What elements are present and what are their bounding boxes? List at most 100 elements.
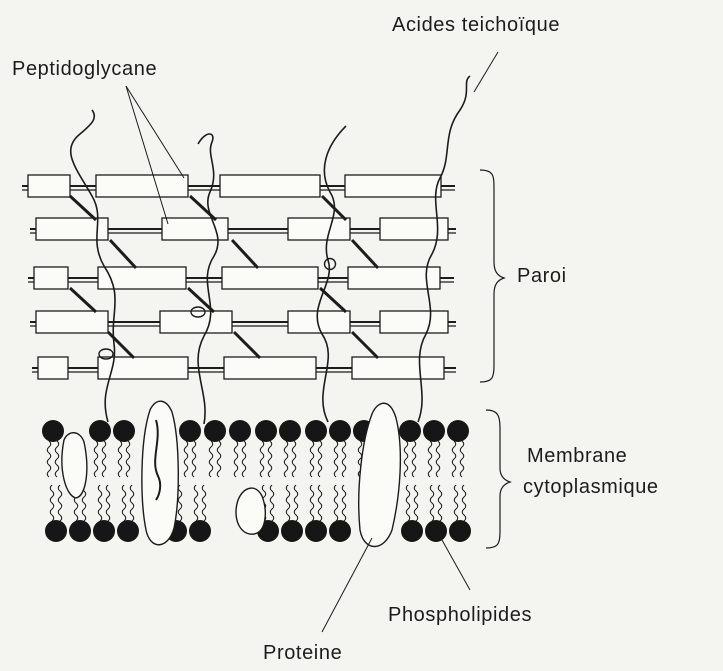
peptidoglycan-unit bbox=[28, 175, 70, 197]
pointer-line-peptidoglycane bbox=[126, 86, 184, 178]
peptide-bridge bbox=[110, 240, 136, 268]
lipid-tail bbox=[294, 485, 298, 521]
membrane-protein bbox=[62, 433, 87, 498]
phospholipid-head bbox=[93, 520, 115, 542]
lipid-tail bbox=[310, 441, 314, 477]
phospholipid-head bbox=[305, 420, 327, 442]
peptidoglycan-unit bbox=[288, 218, 350, 240]
peptide-bridge bbox=[352, 240, 378, 268]
lipid-tail bbox=[184, 441, 188, 477]
phospholipid-head bbox=[255, 420, 277, 442]
label-phospholipides: Phospholipides bbox=[388, 604, 532, 627]
lipid-tail bbox=[292, 441, 296, 477]
phospholipid-head bbox=[329, 520, 351, 542]
lipid-tail bbox=[50, 485, 54, 521]
lipid-tail bbox=[126, 441, 130, 477]
phospholipid-head bbox=[229, 420, 251, 442]
peptidoglycan-unit bbox=[220, 175, 320, 197]
teichoic-acid-chain bbox=[317, 126, 346, 422]
phospholipid-head bbox=[449, 520, 471, 542]
label-peptidoglycane: Peptidoglycane bbox=[12, 58, 157, 81]
pointer-line-proteine bbox=[322, 538, 372, 632]
pointer-line-phospholipides bbox=[442, 540, 470, 590]
lipid-tail bbox=[178, 485, 182, 521]
peptide-bridge bbox=[352, 332, 378, 358]
lipid-tail bbox=[310, 485, 314, 521]
lipid-tail bbox=[118, 441, 122, 477]
phospholipid-head bbox=[89, 420, 111, 442]
peptide-bridge bbox=[70, 288, 96, 312]
lipid-tail bbox=[192, 441, 196, 477]
lipid-tail bbox=[98, 485, 102, 521]
lipid-tail bbox=[334, 441, 338, 477]
lipid-tail bbox=[268, 441, 272, 477]
phospholipid-head bbox=[281, 520, 303, 542]
membrane-protein bbox=[236, 488, 265, 534]
membrane-brace bbox=[486, 410, 510, 548]
phospholipid-head bbox=[45, 520, 67, 542]
lipid-tail bbox=[58, 485, 62, 521]
phospholipid-head bbox=[425, 520, 447, 542]
lipid-tail bbox=[234, 441, 238, 477]
peptide-bridge bbox=[108, 332, 134, 358]
lipid-tail bbox=[242, 441, 246, 477]
lipid-tail bbox=[217, 441, 221, 477]
phospholipid-head bbox=[401, 520, 423, 542]
lipid-tail bbox=[94, 441, 98, 477]
lipid-tail bbox=[342, 485, 346, 521]
lipid-tail bbox=[342, 441, 346, 477]
lipid-tail bbox=[412, 441, 416, 477]
peptidoglycan-unit bbox=[38, 357, 68, 379]
peptidoglycan-unit bbox=[34, 267, 68, 289]
lipid-tail bbox=[318, 485, 322, 521]
lipid-tail bbox=[428, 441, 432, 477]
membrane-protein bbox=[142, 401, 178, 545]
paroi-brace bbox=[480, 170, 504, 382]
peptidoglycan-unit bbox=[345, 175, 441, 197]
peptidoglycan-unit bbox=[160, 311, 232, 333]
lipid-tail bbox=[436, 441, 440, 477]
peptidoglycan-unit bbox=[36, 311, 108, 333]
phospholipid-head bbox=[447, 420, 469, 442]
lipid-tail bbox=[55, 441, 59, 477]
phospholipid-head bbox=[399, 420, 421, 442]
lipid-tail bbox=[47, 441, 51, 477]
lipid-tail bbox=[406, 485, 410, 521]
annotation-lines bbox=[126, 52, 510, 632]
lipid-tail bbox=[438, 485, 442, 521]
peptidoglycan-unit bbox=[352, 357, 444, 379]
lipid-tail bbox=[404, 441, 408, 477]
phospholipid-head bbox=[113, 420, 135, 442]
label-acides-teichoique: Acides teichoïque bbox=[392, 14, 560, 37]
lipid-tail bbox=[270, 485, 274, 521]
pointer-line-acides-teichoique bbox=[474, 52, 498, 92]
lipid-tail bbox=[430, 485, 434, 521]
phospholipid-head bbox=[204, 420, 226, 442]
pointer-line-peptidoglycane bbox=[126, 86, 168, 224]
lipid-tail bbox=[209, 441, 213, 477]
peptidoglycan-unit bbox=[222, 267, 318, 289]
phospholipid-head bbox=[329, 420, 351, 442]
lipid-tail bbox=[460, 441, 464, 477]
peptidoglycan-unit bbox=[288, 311, 350, 333]
phospholipid-head bbox=[279, 420, 301, 442]
peptide-bridge bbox=[190, 196, 216, 220]
lipid-tail bbox=[202, 485, 206, 521]
label-paroi: Paroi bbox=[517, 265, 567, 288]
label-cytoplasmique: cytoplasmique bbox=[523, 476, 659, 499]
lipid-tail bbox=[130, 485, 134, 521]
lipid-tail bbox=[106, 485, 110, 521]
peptide-bridge bbox=[234, 332, 260, 358]
phospholipid-head bbox=[117, 520, 139, 542]
phospholipid-head bbox=[423, 420, 445, 442]
label-proteine: Proteine bbox=[263, 642, 342, 665]
peptidoglycan-unit bbox=[96, 175, 188, 197]
lipid-tail bbox=[334, 485, 338, 521]
lipid-tail bbox=[414, 485, 418, 521]
phospholipid-head bbox=[69, 520, 91, 542]
lipid-tail bbox=[122, 485, 126, 521]
lipid-tail bbox=[452, 441, 456, 477]
peptide-bridge bbox=[70, 196, 96, 220]
